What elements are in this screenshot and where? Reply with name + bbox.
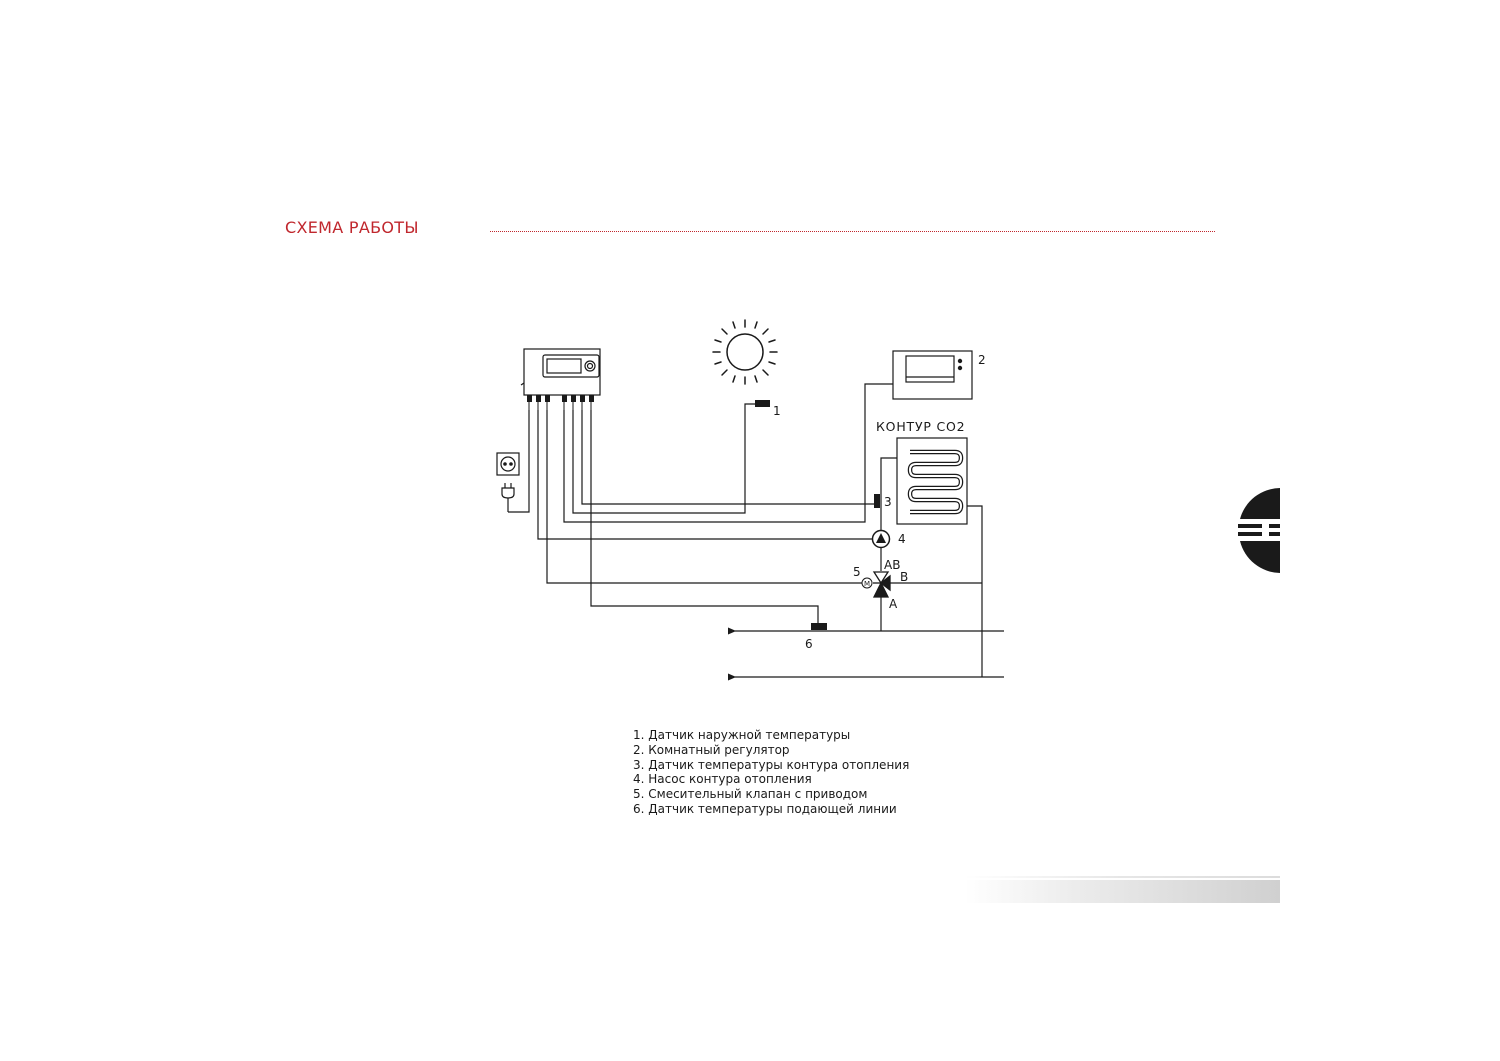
valve-port-b: B [900, 570, 908, 584]
legend-item: 1. Датчик наружной температуры [633, 728, 851, 742]
callout-2: 2 [978, 353, 986, 367]
controller-unit-icon [520, 348, 601, 410]
page-title: СХЕМА РАБОТЫ [285, 218, 419, 237]
legend-item: 3. Датчик температуры контура отопления [633, 757, 910, 772]
legend-item: 6. Датчик температуры подающей линии [633, 801, 897, 816]
room-regulator-icon [892, 350, 973, 400]
wiring [508, 383, 893, 625]
power-socket-icon [496, 452, 520, 476]
legend-item: 5. Смесительный клапан с приводом [633, 787, 868, 802]
legend: 1. Датчик наружной температуры 2. Комнат… [633, 728, 909, 817]
valve-port-ab: AB [884, 558, 900, 572]
brand-logo-icon [1238, 488, 1280, 573]
plug-icon [501, 483, 515, 512]
callout-5: 5 [853, 565, 861, 579]
title-divider [490, 231, 1215, 232]
callout-3: 3 [884, 495, 892, 509]
motor-label: M [864, 580, 870, 588]
heating-coil-icon [896, 437, 968, 525]
pump-icon [871, 529, 891, 549]
mixing-valve-icon [861, 571, 891, 598]
temperature-sensor-icon [811, 623, 827, 630]
footer-accent-line [965, 876, 1280, 878]
legend-item: 2. Комнатный регулятор [633, 742, 790, 757]
sun-icon [712, 319, 778, 385]
footer-gradient-bar [965, 880, 1280, 903]
pipework [727, 457, 1004, 681]
circuit-label: КОНТУР СО2 [876, 419, 965, 434]
callout-4: 4 [898, 532, 906, 546]
legend-item: 4. Насос контура отопления [633, 772, 812, 787]
callout-6: 6 [805, 637, 813, 651]
valve-port-a: A [889, 597, 898, 611]
temperature-sensor-icon [874, 494, 880, 508]
temperature-sensor-icon [755, 400, 770, 407]
callout-1: 1 [773, 404, 781, 418]
